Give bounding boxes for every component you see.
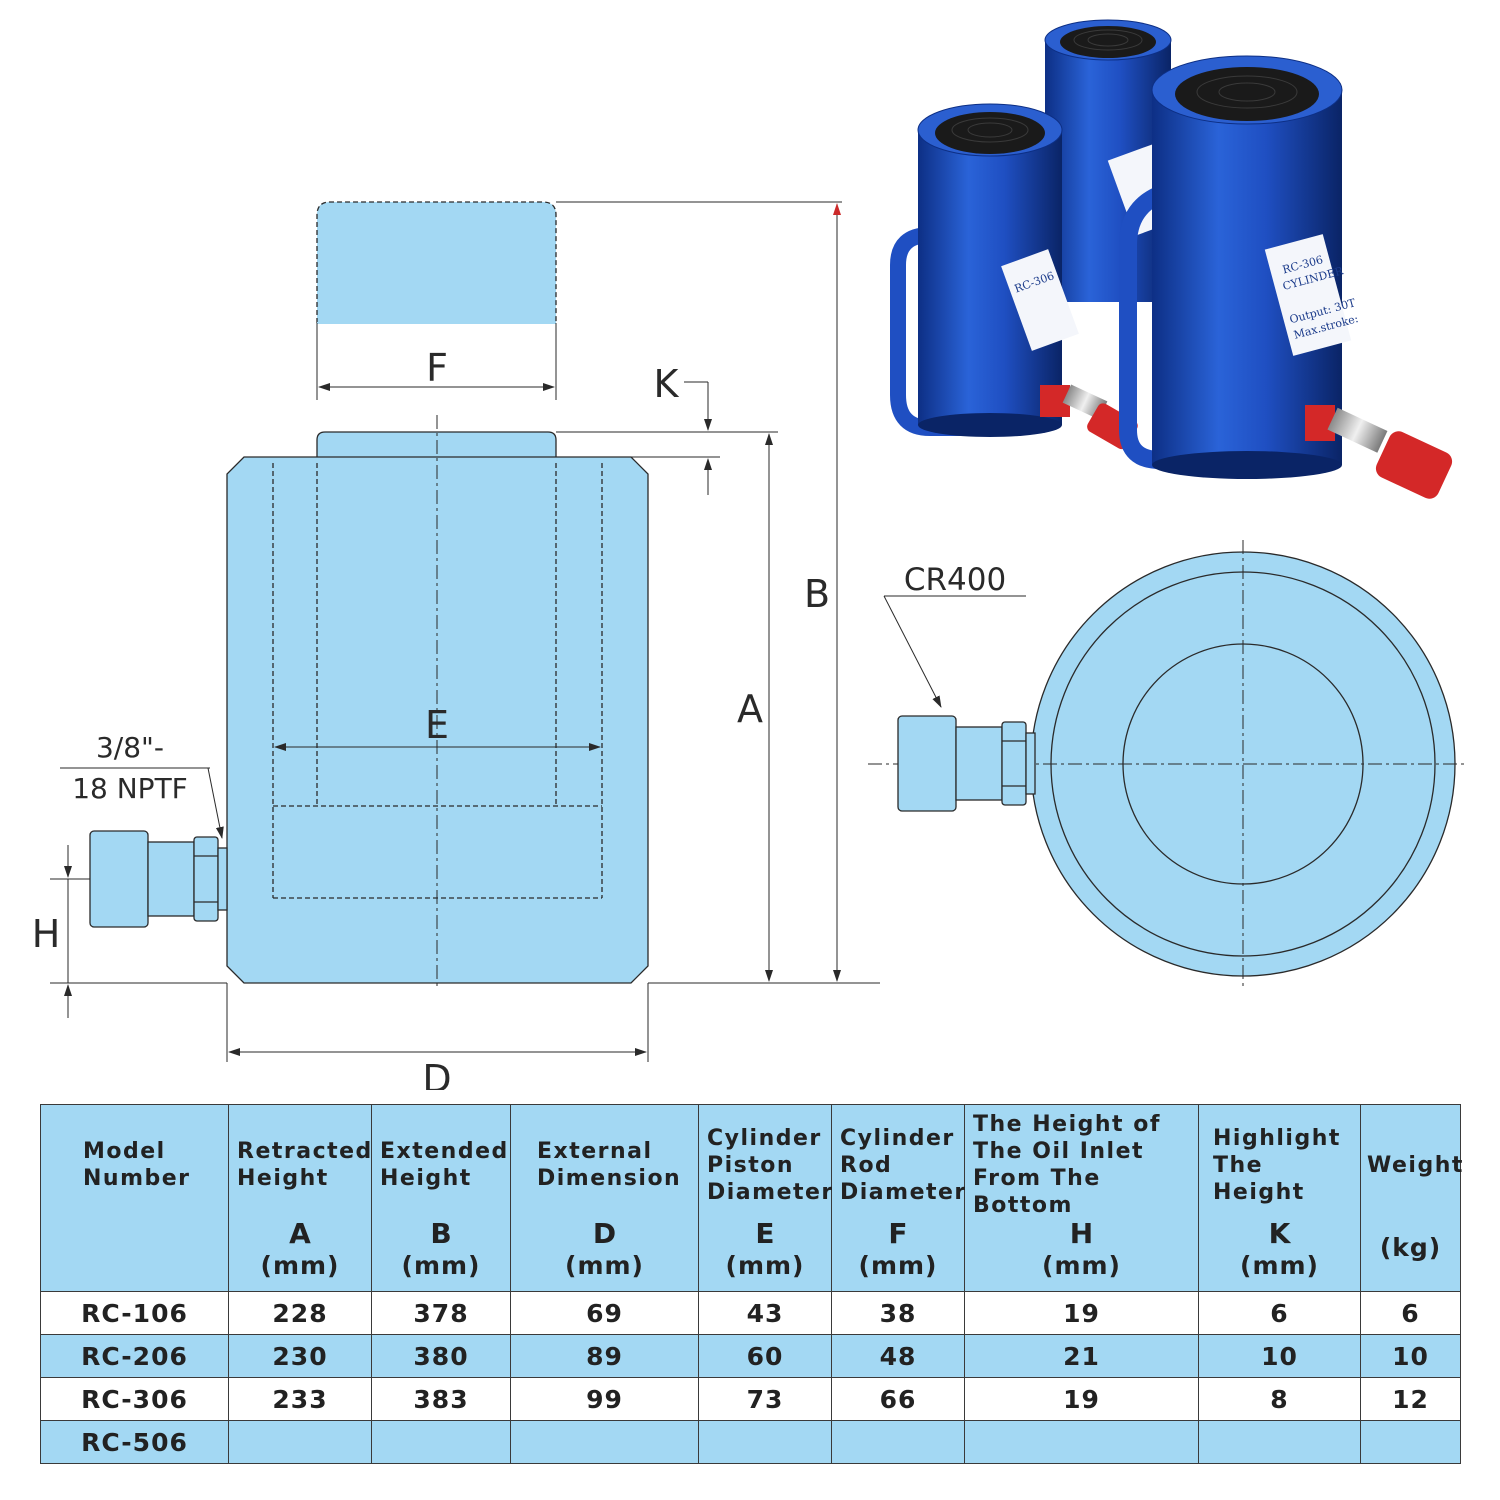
table-row: RC-106 228 378 69 43 38 19 6 6: [40, 1291, 1461, 1335]
label-a: A: [737, 687, 763, 731]
cell-f: [831, 1420, 965, 1464]
cell-model: RC-506: [40, 1420, 229, 1464]
cell-f: 48: [831, 1334, 965, 1378]
cell-a: 228: [228, 1291, 372, 1335]
cell-b: 383: [371, 1377, 511, 1421]
header-weight: Weight(kg): [1360, 1104, 1462, 1292]
cell-k: 8: [1198, 1377, 1361, 1421]
extended-plunger-outline: [316, 201, 557, 323]
cell-f: 66: [831, 1377, 965, 1421]
table-row: RC-206 230 380 89 60 48 21 10 10: [40, 1334, 1461, 1378]
cell-weight: 10: [1360, 1334, 1461, 1378]
cell-e: 60: [698, 1334, 832, 1378]
cell-b: [371, 1420, 511, 1464]
table-row: RC-306 233 383 99 73 66 19 8 12: [40, 1377, 1461, 1421]
top-coupler: [897, 715, 1036, 812]
cell-model: RC-306: [40, 1377, 229, 1421]
header-oil-inlet-height: The Height of The Oil Inlet From The Bot…: [964, 1104, 1199, 1292]
top-view: [868, 540, 1468, 986]
cell-weight: 12: [1360, 1377, 1461, 1421]
cell-e: [698, 1420, 832, 1464]
cell-d: [510, 1420, 699, 1464]
jack-back: [1044, 19, 1181, 302]
product-photo: RC-306 RC-306 CYLINDER Output: 30T Max.s…: [890, 19, 1453, 499]
cell-a: 233: [228, 1377, 372, 1421]
label-h: H: [32, 912, 61, 956]
technical-drawing: F K B A E D H 3/8"- 18 NPTF CR400: [32, 19, 1468, 1090]
cell-e: 43: [698, 1291, 832, 1335]
cell-d: 89: [510, 1334, 699, 1378]
label-b: B: [804, 572, 830, 616]
cell-weight: 6: [1360, 1291, 1461, 1335]
cell-d: 99: [510, 1377, 699, 1421]
table-row: RC-506: [40, 1420, 1461, 1464]
side-view: [50, 201, 880, 1062]
cell-a: 230: [228, 1334, 372, 1378]
jack-left-handle: [890, 227, 962, 436]
cell-h: 19: [964, 1377, 1199, 1421]
cell-a: [228, 1420, 372, 1464]
cell-h: 19: [964, 1291, 1199, 1335]
cell-k: 10: [1198, 1334, 1361, 1378]
cell-weight: [1360, 1420, 1461, 1464]
cell-e: 73: [698, 1377, 832, 1421]
cell-b: 378: [371, 1291, 511, 1335]
label-thread-line1: 3/8"-: [96, 731, 164, 764]
cell-model: RC-206: [40, 1334, 229, 1378]
cell-h: 21: [964, 1334, 1199, 1378]
label-f: F: [426, 346, 448, 390]
cell-b: 380: [371, 1334, 511, 1378]
label-coupler: CR400: [904, 562, 1006, 598]
header-model-number: Model Number: [40, 1104, 229, 1292]
cell-h: [964, 1420, 1199, 1464]
oil-port-fitting: [89, 830, 228, 928]
jack-right: RC-306 CYLINDER Output: 30T Max.stroke:: [1151, 55, 1453, 499]
cell-d: 69: [510, 1291, 699, 1335]
cell-k: 6: [1198, 1291, 1361, 1335]
label-k: K: [654, 362, 680, 406]
label-d: D: [422, 1057, 451, 1090]
cell-model: RC-106: [40, 1291, 229, 1335]
label-thread-line2: 18 NPTF: [72, 772, 188, 805]
cell-f: 38: [831, 1291, 965, 1335]
cell-k: [1198, 1420, 1361, 1464]
jack-left: RC-306: [917, 103, 1138, 450]
label-e: E: [425, 703, 449, 747]
